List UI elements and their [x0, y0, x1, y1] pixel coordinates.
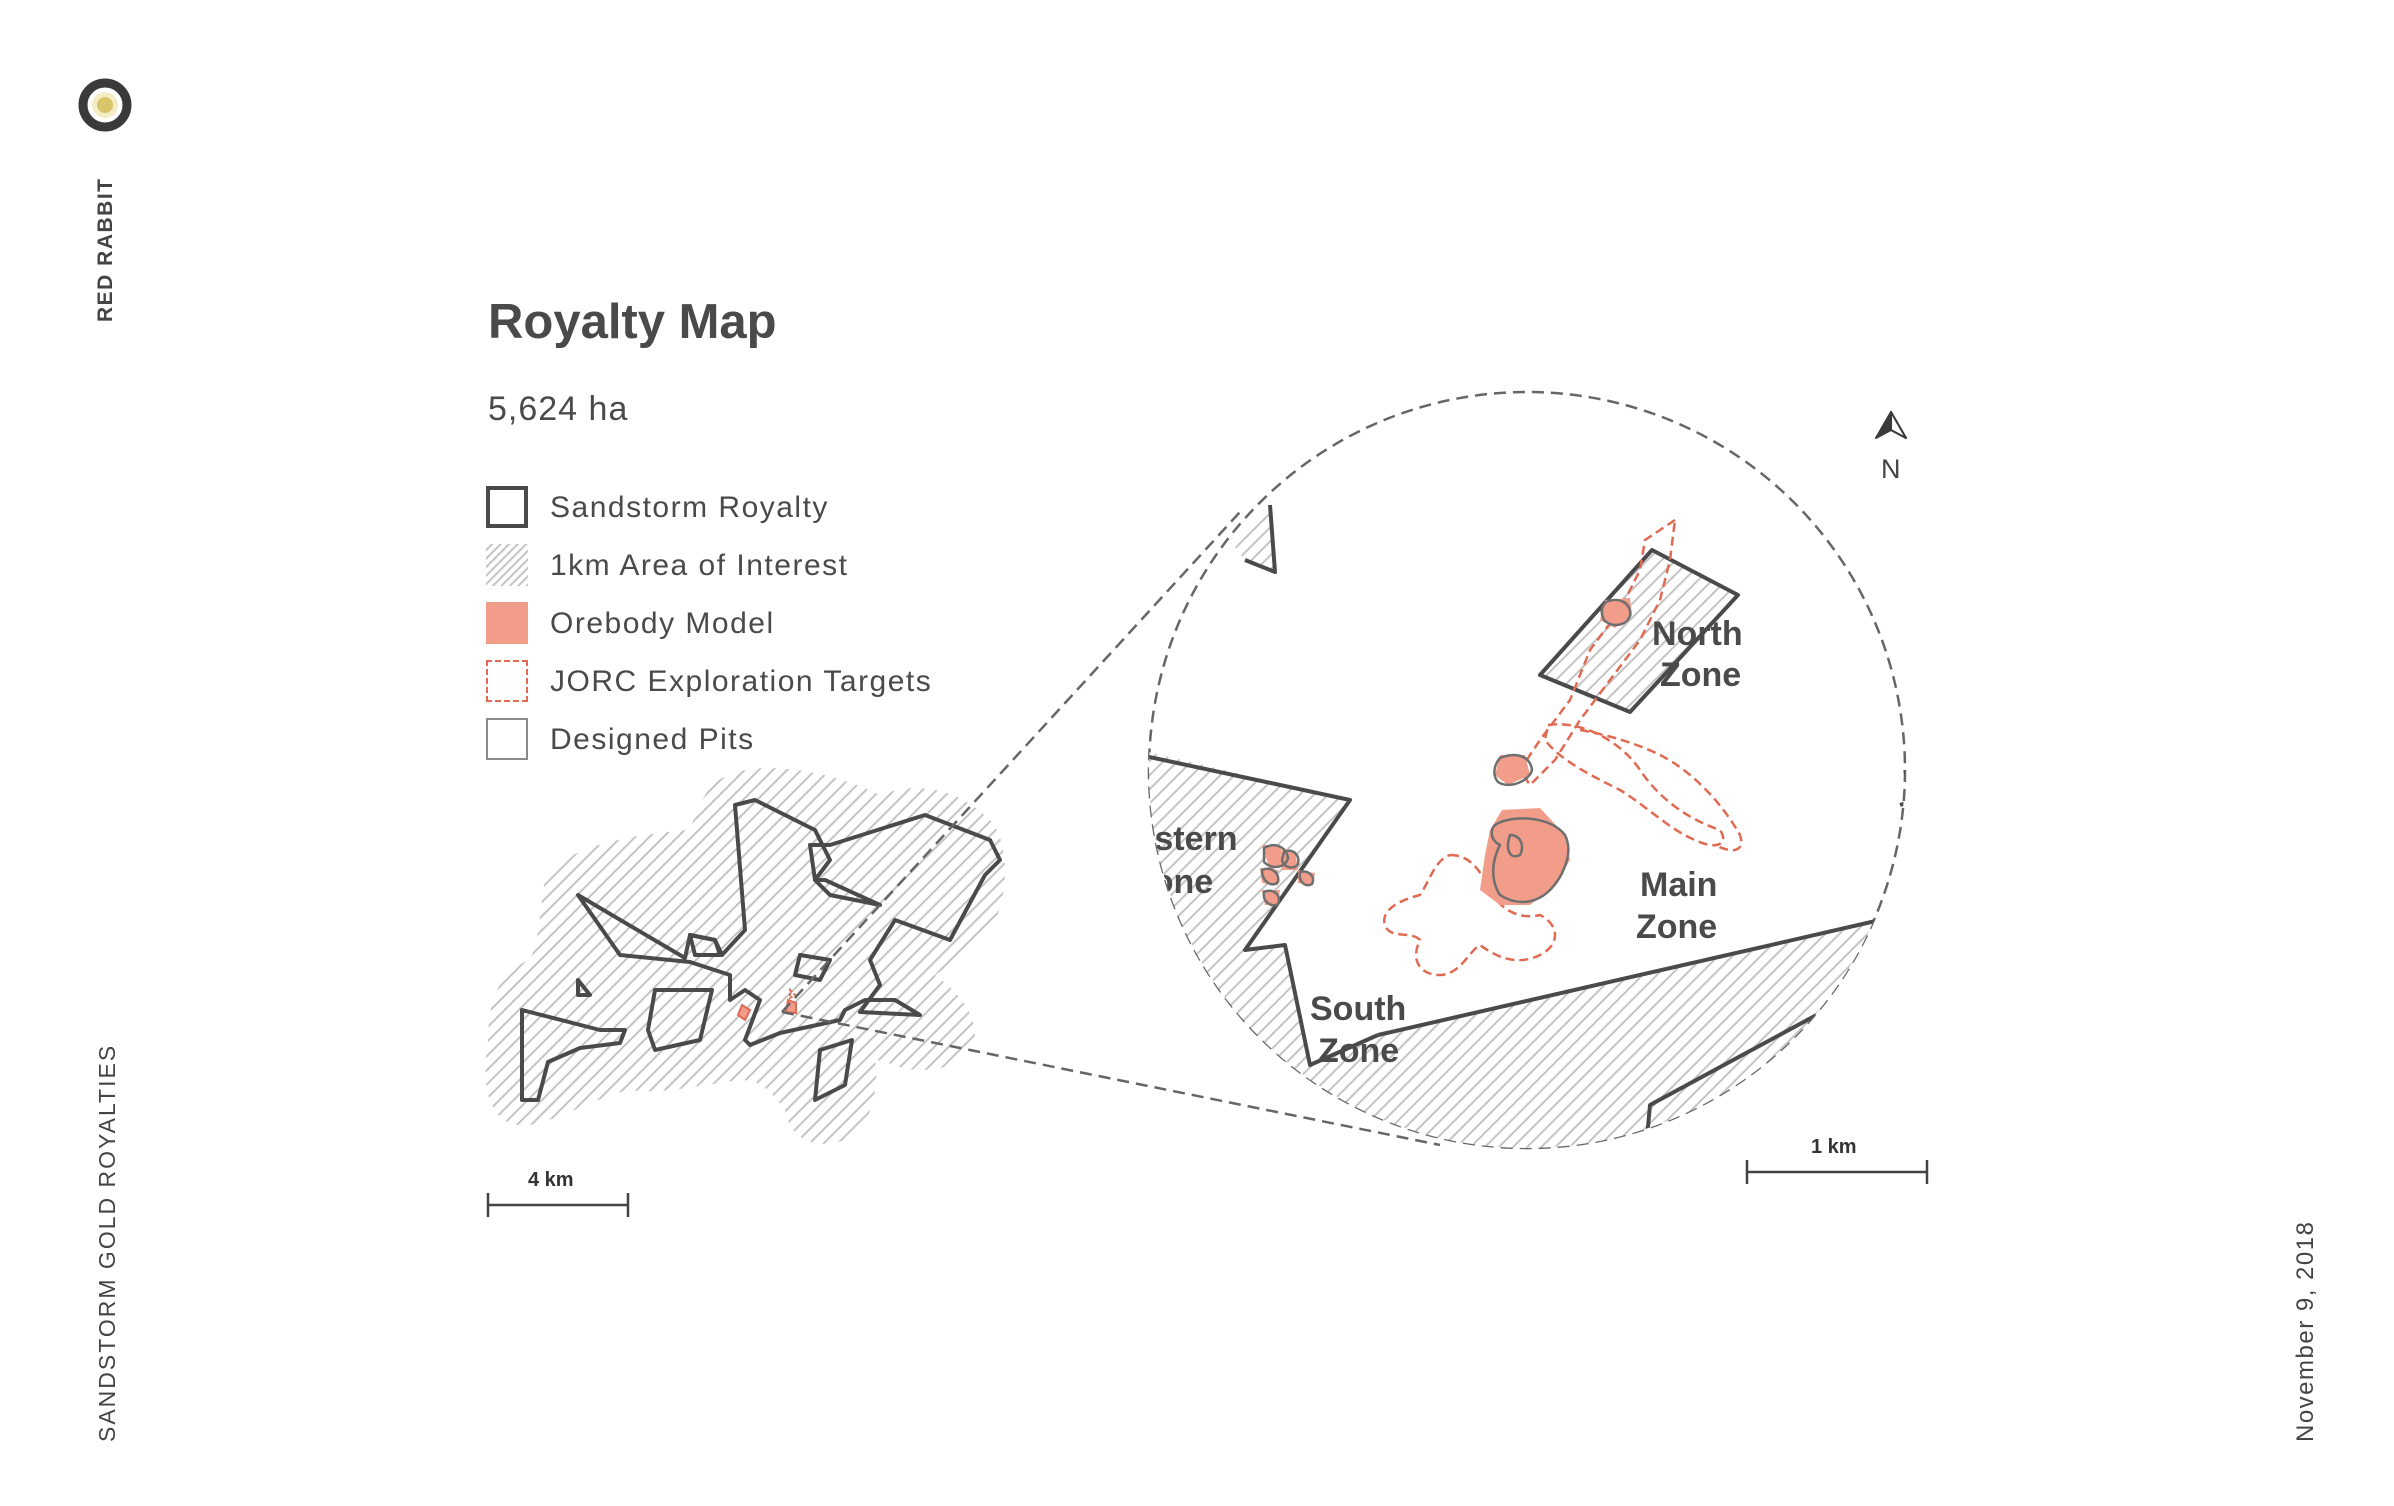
zone-label-south-zone: Zone: [1318, 1032, 1399, 1070]
thin-outline-square-icon: [486, 718, 528, 760]
royalty-outline-overview: [520, 798, 1002, 1102]
legend-label: Orebody Model: [550, 607, 775, 640]
legend-label: JORC Exploration Targets: [550, 665, 933, 698]
area-value: 5,624 ha: [488, 390, 629, 428]
jorc-targets: [1383, 517, 1743, 977]
ring-logo-icon: [78, 78, 132, 132]
detail-inset: North Zone Western Zone Main Zone South …: [1104, 504, 1905, 1148]
solid-outline-square-icon: [486, 486, 528, 528]
legend-label: 1km Area of Interest: [550, 549, 849, 582]
area-of-interest-buffer: [485, 767, 1005, 1144]
hatched-square-icon: [486, 544, 528, 586]
legend-item-aoi: 1km Area of Interest: [486, 544, 1046, 588]
zone-label-north: North: [1652, 615, 1743, 653]
designed-pits: [1260, 598, 1632, 907]
zone-label-south: South: [1310, 990, 1406, 1028]
north-arrow-icon: [1875, 411, 1907, 439]
north-zone-area: [1540, 550, 1738, 712]
orebody-model: [1260, 598, 1632, 905]
legend-item-pits: Designed Pits: [486, 718, 1046, 762]
zone-label-north-zone: Zone: [1660, 656, 1741, 694]
filled-salmon-square-icon: [486, 602, 528, 644]
zone-label-main: Main: [1640, 866, 1717, 904]
dashed-salmon-square-icon: [486, 660, 528, 702]
zone-label-western: Western: [1104, 820, 1238, 858]
legend-item-royalty: Sandstorm Royalty: [486, 486, 1046, 530]
scale-bar-overview: [486, 1193, 630, 1217]
scale-label-detail: 1 km: [1811, 1136, 1857, 1158]
legend-label: Sandstorm Royalty: [550, 491, 829, 524]
north-label: N: [1881, 454, 1901, 484]
legend-item-jorc: JORC Exploration Targets: [486, 660, 1046, 704]
legend-item-orebody: Orebody Model: [486, 602, 1046, 646]
page-title: Royalty Map: [488, 295, 777, 349]
scale-label-overview: 4 km: [528, 1169, 574, 1191]
zone-label-western-zone: Zone: [1132, 863, 1213, 901]
zone-label-main-zone: Zone: [1636, 908, 1717, 946]
scale-bar-detail: [1745, 1160, 1929, 1184]
legend-label: Designed Pits: [550, 723, 755, 756]
